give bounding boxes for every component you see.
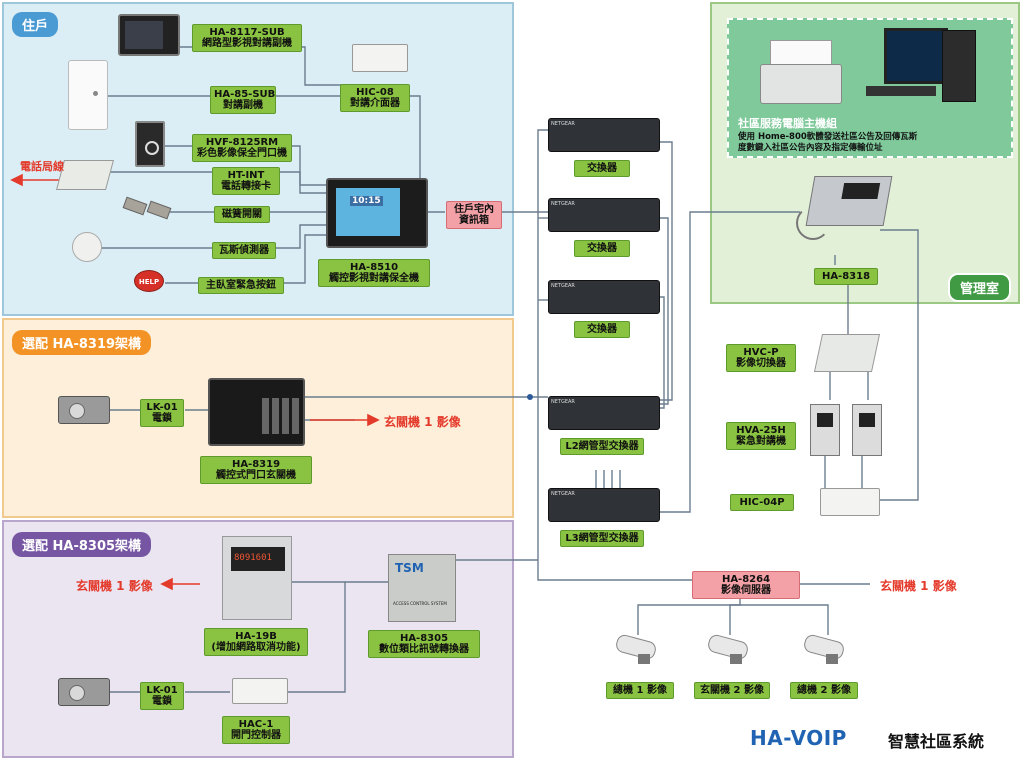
ha8510-device: 10:15 [326,178,428,248]
hvcp-device [813,334,881,372]
gas-device [72,232,102,262]
camera-1-label: 總機 1 影像 [606,682,674,699]
ha8318-label: HA-8318 [814,268,878,285]
netgear-text-1: NETGEAR [551,121,575,127]
lock-device-1 [58,396,110,424]
entry-video-label-1: 玄關機 1 影像 [384,415,461,429]
tsm-text: TSM [395,561,424,575]
ha19b-label: HA-19B(增加網路取消功能) [204,628,308,656]
admin-tag: 管理室 [948,273,1012,302]
ha8319-device [208,378,305,446]
gas-label: 瓦斯偵測器 [212,242,276,259]
printer-device [760,40,846,106]
hvf8125-device [135,121,165,167]
netgear-text-3: NETGEAR [551,283,575,289]
community-pc-desc-1: 使用 Home-800軟體發送社區公告及回傳瓦斯 [738,132,918,142]
emergency-label: 主臥室緊急按鈕 [198,277,284,294]
switch-2: NETGEAR [548,198,660,232]
ha85-device [68,60,108,130]
computer-device [866,28,978,110]
lock-device-2 [58,678,110,706]
ha8117-device [118,14,180,56]
help-button-device: HELP [134,270,164,292]
camera-3 [802,633,848,666]
magnet-label: 磁簧開關 [214,206,270,223]
camera-2 [706,633,752,666]
htint-device [55,160,115,190]
switch-1-label: 交換器 [574,160,630,177]
ha8305-device: TSM ACCESS CONTROL SYSTEM [388,554,456,622]
ha19b-device: 8091601 [222,536,292,620]
community-pc-title: 社區服務電腦主機組 [738,117,837,130]
infobox-label: 住戶宅內資訊箱 [446,201,502,229]
ha8318-device [796,176,893,240]
netgear-text-2: NETGEAR [551,201,575,207]
l2-switch-label: L2網管型交換器 [560,438,644,455]
entry-video-label-3: 玄關機 1 影像 [880,579,957,593]
magnet-device [122,196,172,220]
phone-line-label: 電話局線 [20,160,64,173]
screen-time: 10:15 [350,196,383,206]
camera-1 [614,633,660,666]
help-text: HELP [138,278,160,286]
brand-logo: HA-VOIP [750,726,847,750]
camera-2-label: 玄關機 2 影像 [694,682,770,699]
hic08-device [352,44,408,72]
hac1-device [232,678,288,704]
community-pc-desc-2: 度數鍵入社區公告內容及指定傳輸位址 [738,143,883,153]
hva25h-device-2 [852,404,882,456]
l3-switch-label: L3網管型交換器 [560,530,644,547]
l3-switch: NETGEAR [548,488,660,522]
resident-tag: 住戶 [12,12,59,37]
opt8305-tag: 選配 HA-8305架構 [12,532,152,557]
hic04p-label: HIC-04P [730,494,794,511]
switch-2-label: 交換器 [574,240,630,257]
netgear-text-5: NETGEAR [551,491,575,497]
opt8319-tag: 選配 HA-8319架構 [12,330,152,355]
switch-3-label: 交換器 [574,321,630,338]
hic04p-device [820,488,880,516]
display-digits: 8091601 [234,553,272,563]
netgear-text-4: NETGEAR [551,399,575,405]
acs-text: ACCESS CONTROL SYSTEM [393,601,447,606]
footer-subtitle: 智慧社區系統 [888,732,985,751]
hva25h-device-1 [810,404,840,456]
camera-3-label: 總機 2 影像 [790,682,858,699]
switch-3: NETGEAR [548,280,660,314]
l2-switch: NETGEAR [548,396,660,430]
switch-1: NETGEAR [548,118,660,152]
entry-video-label-2: 玄關機 1 影像 [76,579,153,593]
